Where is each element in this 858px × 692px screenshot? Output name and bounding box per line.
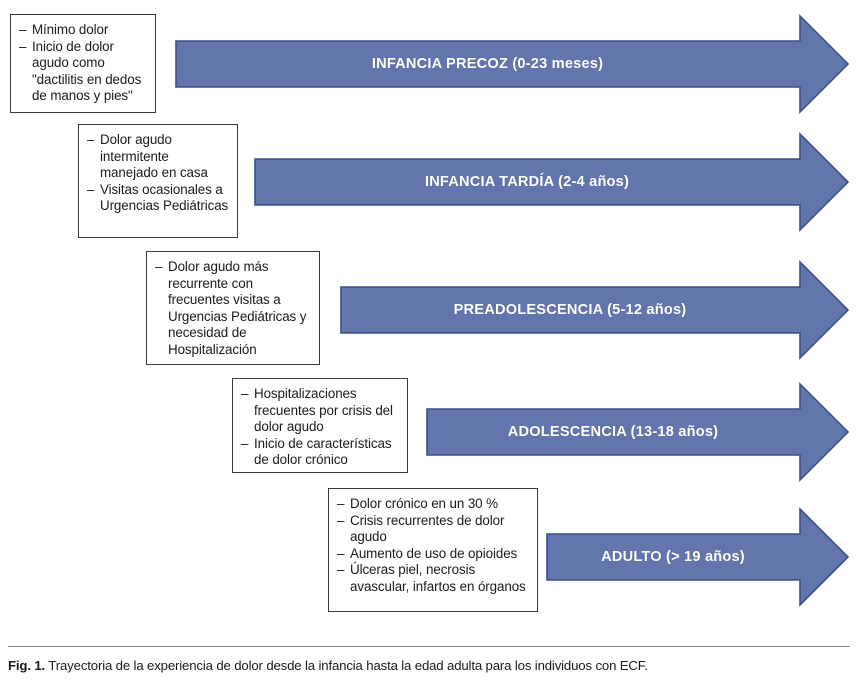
arrow-shape-icon	[426, 382, 850, 482]
arrow-label-infancia-tardia: INFANCIA TARDÍA (2-4 años)	[424, 174, 630, 190]
caption-divider	[8, 646, 850, 647]
arrow-label-preadolescencia: PREADOLESCENCIA (5-12 años)	[453, 302, 687, 318]
bullet-dash-icon: –	[337, 545, 345, 561]
note-item: –Mínimo dolor	[19, 22, 147, 39]
arrow-infancia-precoz	[175, 14, 850, 114]
bullet-dash-icon: –	[337, 496, 345, 511]
note-text: Crisis recurrentes de dolor agudo	[350, 512, 505, 545]
note-item: –Dolor agudo más recurrente con frecuent…	[155, 259, 311, 359]
bullet-dash-icon: –	[87, 181, 95, 197]
note-text: Inicio de dolor agudo como "dactilitis e…	[32, 38, 142, 104]
arrow-infancia-tardia	[254, 132, 850, 232]
note-list: –Dolor crónico en un 30 % –Crisis recurr…	[337, 496, 529, 596]
note-text: Dolor crónico en un 30 %	[350, 496, 498, 511]
note-box-infancia-precoz: –Mínimo dolor –Inicio de dolor agudo com…	[10, 14, 156, 113]
bullet-dash-icon: –	[241, 435, 249, 451]
note-item: –Hospitalizaciones frecuentes por crisis…	[241, 386, 399, 436]
bullet-dash-icon: –	[155, 259, 163, 274]
arrow-preadolescencia	[340, 260, 850, 360]
note-list: –Mínimo dolor –Inicio de dolor agudo com…	[19, 22, 147, 105]
note-box-adolescencia: –Hospitalizaciones frecuentes por crisis…	[232, 378, 408, 473]
note-text: Dolor agudo más recurrente con frecuente…	[168, 259, 307, 357]
arrow-label-infancia-precoz: INFANCIA PRECOZ (0-23 meses)	[371, 56, 604, 72]
arrow-shape-icon	[254, 132, 850, 232]
arrow-label-adolescencia: ADOLESCENCIA (13-18 años)	[507, 424, 719, 440]
bullet-dash-icon: –	[337, 562, 345, 578]
note-item: –Aumento de uso de opioides	[337, 546, 529, 563]
arrow-shape-icon	[340, 260, 850, 360]
note-text: Úlceras piel, necrosis avascular, infart…	[350, 562, 526, 594]
bullet-dash-icon: –	[337, 512, 345, 528]
note-box-infancia-tardia: –Dolor agudo intermitente manejado en ca…	[78, 124, 238, 238]
note-text: Aumento de uso de opioides	[350, 545, 518, 561]
arrow-shape-icon	[546, 507, 850, 607]
arrow-shape-icon	[175, 14, 850, 114]
bullet-dash-icon: –	[19, 38, 27, 54]
note-box-adulto: –Dolor crónico en un 30 % –Crisis recurr…	[328, 488, 538, 612]
note-item: –Dolor agudo intermitente manejado en ca…	[87, 132, 229, 182]
note-list: –Dolor agudo más recurrente con frecuent…	[155, 259, 311, 359]
figure-number: Fig. 1.	[8, 658, 46, 673]
arrow-label-adulto: ADULTO (> 19 años)	[601, 549, 745, 565]
figure-caption-text: Trayectoria de la experiencia de dolor d…	[48, 658, 648, 673]
figure-caption: Fig. 1. Trayectoria de la experiencia de…	[8, 658, 854, 674]
note-item: –Úlceras piel, necrosis avascular, infar…	[337, 562, 529, 595]
note-text: Mínimo dolor	[32, 22, 109, 37]
note-item: –Inicio de dolor agudo como "dactilitis …	[19, 39, 147, 105]
note-item: –Visitas ocasionales a Urgencias Pediátr…	[87, 182, 229, 215]
note-item: –Dolor crónico en un 30 %	[337, 496, 529, 513]
note-item: –Crisis recurrentes de dolor agudo	[337, 513, 529, 546]
note-list: –Dolor agudo intermitente manejado en ca…	[87, 132, 229, 215]
note-text: Visitas ocasionales a Urgencias Pediátri…	[100, 181, 229, 214]
note-text: Hospitalizaciones frecuentes por crisis …	[254, 386, 393, 435]
bullet-dash-icon: –	[241, 386, 249, 401]
note-box-preadolescencia: –Dolor agudo más recurrente con frecuent…	[146, 251, 320, 365]
arrow-adulto	[546, 507, 850, 607]
bullet-dash-icon: –	[87, 132, 95, 147]
note-text: Inicio de características de dolor cróni…	[254, 435, 392, 468]
note-item: –Inicio de características de dolor crón…	[241, 436, 399, 469]
bullet-dash-icon: –	[19, 22, 27, 37]
arrow-adolescencia	[426, 382, 850, 482]
note-text: Dolor agudo intermitente manejado en cas…	[100, 132, 208, 181]
note-list: –Hospitalizaciones frecuentes por crisis…	[241, 386, 399, 469]
